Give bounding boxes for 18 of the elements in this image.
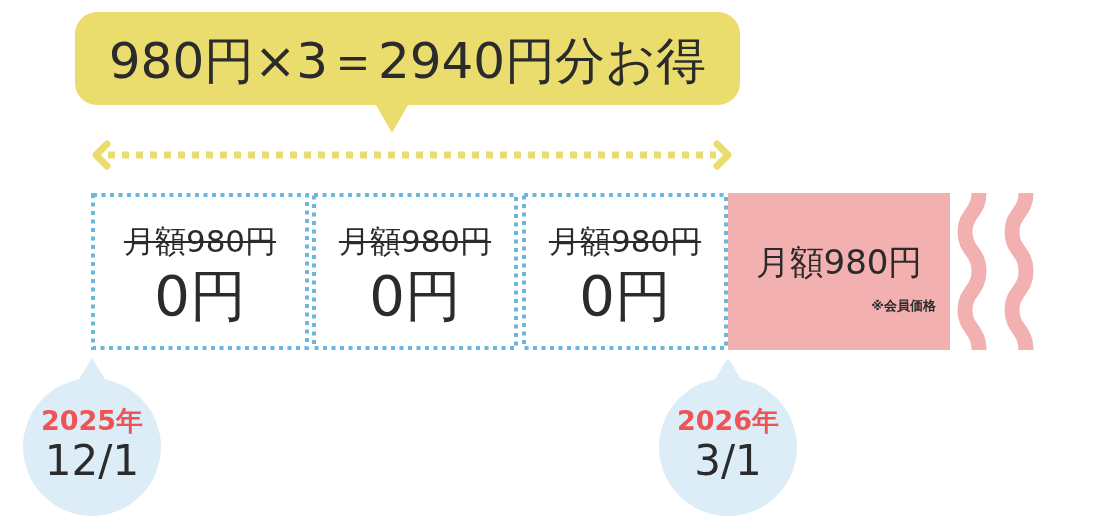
free-month-box xyxy=(91,193,309,350)
date-label: 3/1 xyxy=(694,437,762,485)
crossed-out-price: 月額980円 xyxy=(548,221,702,261)
date-label: 12/1 xyxy=(44,437,140,485)
free-month-box xyxy=(522,193,728,350)
monthly-price: 月額980円 xyxy=(754,240,924,284)
free-price: 0円 xyxy=(369,261,461,330)
free-price: 0円 xyxy=(154,261,246,330)
year-label: 2026年 xyxy=(676,405,780,437)
speech-bubble xyxy=(75,12,740,133)
year-label: 2025年 xyxy=(40,405,144,437)
free-month-box xyxy=(312,193,518,350)
paid-month-box xyxy=(728,193,950,350)
crossed-out-price: 月額980円 xyxy=(123,221,277,261)
crossed-out-price: 月額980円 xyxy=(338,221,492,261)
price-note: ※会員価格 xyxy=(870,296,936,315)
savings-text: 980円×3＝2940円分お得 xyxy=(108,31,707,92)
free-price: 0円 xyxy=(579,261,671,330)
